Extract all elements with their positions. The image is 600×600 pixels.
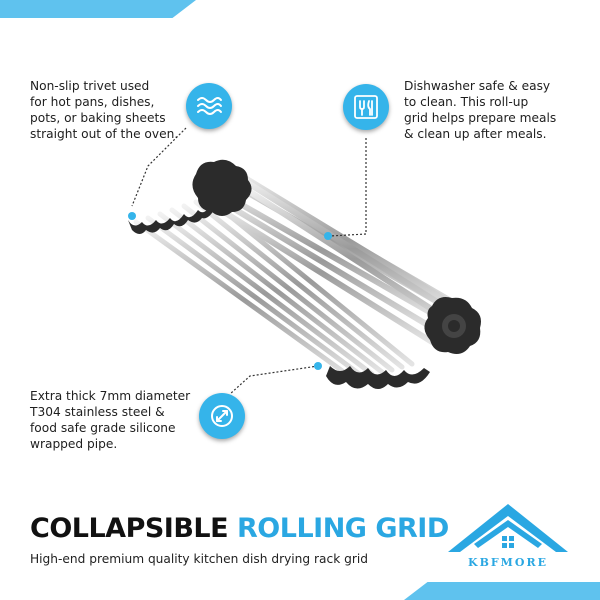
house-logo-icon <box>448 504 568 552</box>
feature-steel-text: Extra thick 7mm diameter T304 stainless … <box>30 388 190 452</box>
headline-blue: ROLLING GRID <box>237 513 449 544</box>
callout-lines <box>131 127 367 395</box>
roll-end-cap-left <box>192 159 252 216</box>
bottom-corner-accent <box>404 582 600 600</box>
dishwasher-icon <box>343 84 389 130</box>
feature-line: Non-slip trivet used <box>30 79 150 93</box>
feature-line: pots, or baking sheets <box>30 111 166 125</box>
callout-dots <box>128 212 332 370</box>
feature-line: Dishwasher safe & easy <box>404 79 551 93</box>
feature-line: Extra thick 7mm diameter <box>30 389 191 403</box>
feature-line: food safe grade silicone <box>30 421 176 435</box>
silicone-strip-front <box>128 206 214 234</box>
brand-name: KBFMORE <box>468 556 548 569</box>
roll-end-cap-right <box>424 297 481 354</box>
feature-nonslip-text: Non-slip trivet used for hot pans, dishe… <box>30 78 178 142</box>
top-corner-accent <box>0 0 196 18</box>
feature-line: grid helps prepare meals <box>404 111 557 125</box>
subline: High-end premium quality kitchen dish dr… <box>30 552 368 566</box>
heat-waves-icon <box>186 83 232 129</box>
feature-line: straight out of the oven. <box>30 127 179 141</box>
silicone-strip-back <box>326 366 430 389</box>
feature-line: wrapped pipe. <box>30 437 118 451</box>
flat-rods <box>133 195 415 381</box>
feature-line: T304 stainless steel & <box>30 405 165 419</box>
headline: COLLAPSIBLE ROLLING GRID <box>30 513 449 544</box>
headline-dark: COLLAPSIBLE <box>30 513 229 544</box>
feature-dishwasher-text: Dishwasher safe & easy to clean. This ro… <box>404 78 556 142</box>
pipe-diameter-icon <box>199 393 245 439</box>
feature-line: & clean up after meals. <box>404 127 547 141</box>
feature-line: for hot pans, dishes, <box>30 95 155 109</box>
feature-line: to clean. This roll-up <box>404 95 529 109</box>
